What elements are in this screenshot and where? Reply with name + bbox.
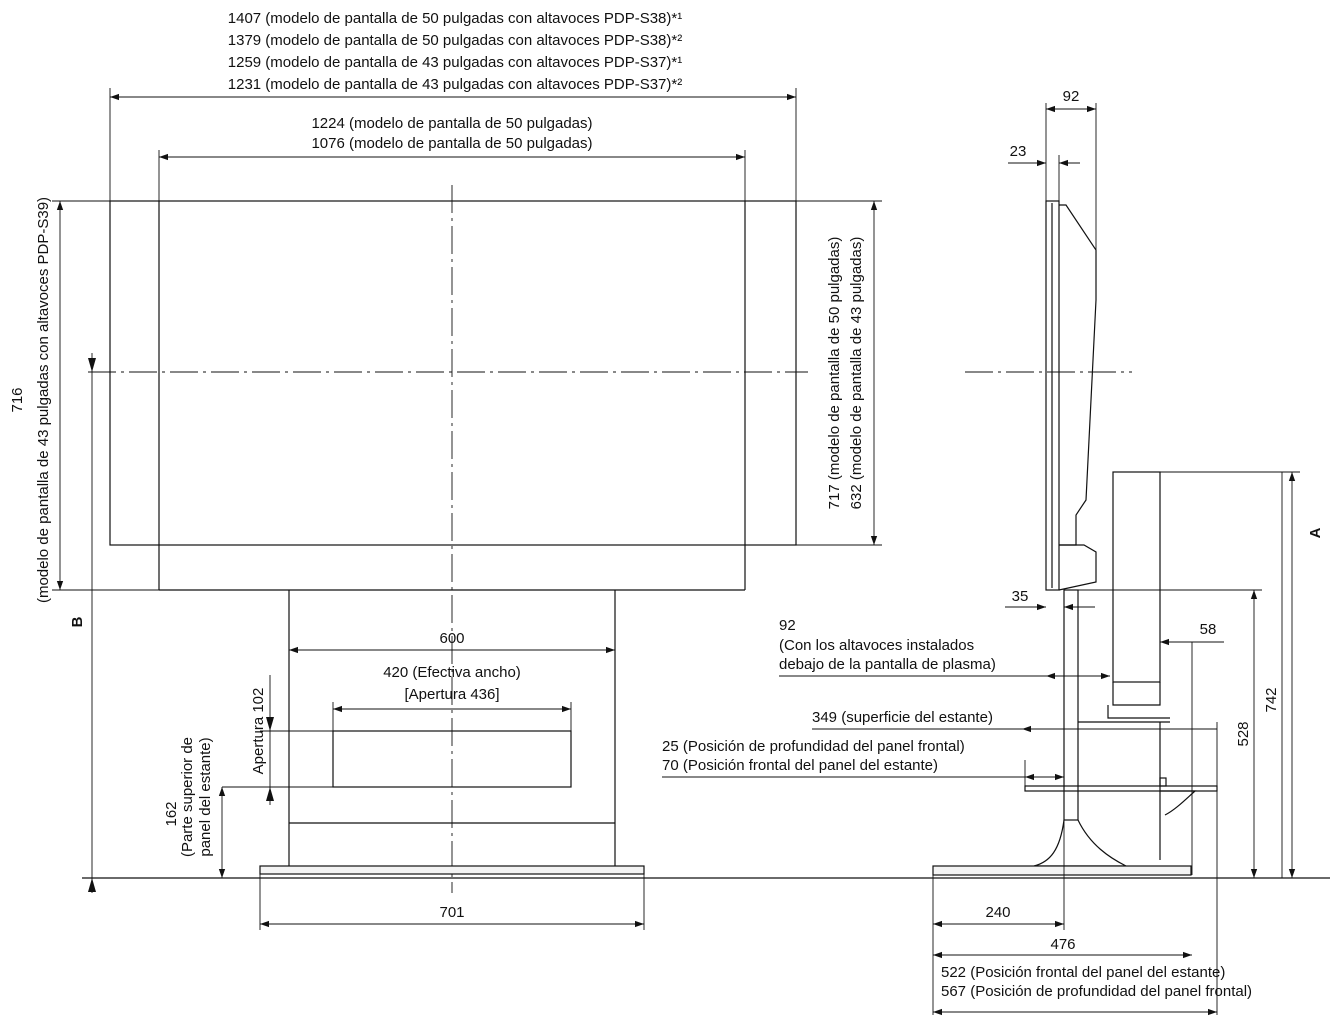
stand-pole	[1063, 589, 1079, 821]
gap-35-label: 35	[1012, 588, 1029, 605]
stand-foot-curve	[1033, 819, 1127, 867]
opening-width-line-1: 420 (Efectiva ancho)	[383, 664, 521, 681]
front-view: 1407 (modelo de pantalla de 50 pulgadas …	[9, 10, 882, 930]
bottom-line-1: 522 (Posición frontal del panel del esta…	[941, 964, 1225, 981]
label-a: A	[1307, 527, 1324, 538]
height-528-label: 528	[1235, 721, 1252, 746]
overall-width-line-2: 1379 (modelo de pantalla de 50 pulgadas …	[228, 32, 682, 49]
left-height-note: (modelo de pantalla de 43 pulgadas con a…	[35, 197, 52, 603]
display-outline	[109, 200, 797, 546]
depth-top-label: 92	[1063, 88, 1080, 105]
front-panel-line-2: 70 (Posición frontal del panel del estan…	[662, 757, 938, 774]
speaker-depth-line-3: debajo de la pantalla de plasma)	[779, 656, 996, 673]
shelf-top-line-2: (Parte superior de	[179, 737, 196, 857]
overall-width-line-3: 1259 (modelo de pantalla de 43 pulgadas …	[228, 54, 682, 71]
front-panel-line-1: 25 (Posición de profundidad del panel fr…	[662, 738, 965, 755]
overall-width-line-4: 1231 (modelo de pantalla de 43 pulgadas …	[228, 76, 682, 93]
base-240-label: 240	[985, 904, 1010, 921]
rear-58-label: 58	[1200, 621, 1217, 638]
shelf-surface-label: 349 (superficie del estante)	[812, 709, 993, 726]
right-height-line-2: 632 (modelo de pantalla de 43 pulgadas)	[848, 237, 865, 510]
base-plate	[259, 865, 645, 875]
base-476-label: 476	[1050, 936, 1075, 953]
right-height-line-1: 717 (modelo de pantalla de 50 pulgadas)	[826, 237, 843, 510]
shelf-panel-side	[1024, 785, 1218, 792]
base-side	[932, 865, 1192, 876]
label-b: B	[69, 616, 86, 627]
depth-panel-label: 23	[1010, 143, 1027, 160]
speaker-depth-line-2: (Con los altavoces instalados	[779, 637, 974, 654]
shelf-opening	[332, 730, 572, 788]
opening-width-line-2: [Apertura 436]	[404, 686, 499, 703]
rear-speaker-unit	[1112, 471, 1161, 683]
screen-width-line-1: 1224 (modelo de pantalla de 50 pulgadas)	[311, 115, 592, 132]
overall-width-line-1: 1407 (modelo de pantalla de 50 pulgadas …	[228, 10, 682, 27]
height-742-label: 742	[1263, 687, 1280, 712]
shelf-top-line-1: 162	[163, 801, 180, 826]
base-width-label: 701	[439, 904, 464, 921]
bottom-line-2: 567 (Posición de profundidad del panel f…	[941, 983, 1252, 1000]
display-side-panel	[1045, 200, 1060, 591]
side-view: 92 23 A	[662, 88, 1324, 1016]
screen-width-line-2: 1076 (modelo de pantalla de 50 pulgadas)	[311, 135, 592, 152]
shelf-top-line-3: panel del estante)	[197, 737, 214, 856]
opening-height-label: Apertura 102	[250, 688, 267, 775]
stand-width-label: 600	[439, 630, 464, 647]
left-height-value: 716	[9, 387, 26, 412]
display-rear-housing	[1059, 204, 1097, 546]
speaker-side	[1058, 544, 1097, 591]
speaker-depth-value: 92	[779, 617, 796, 634]
